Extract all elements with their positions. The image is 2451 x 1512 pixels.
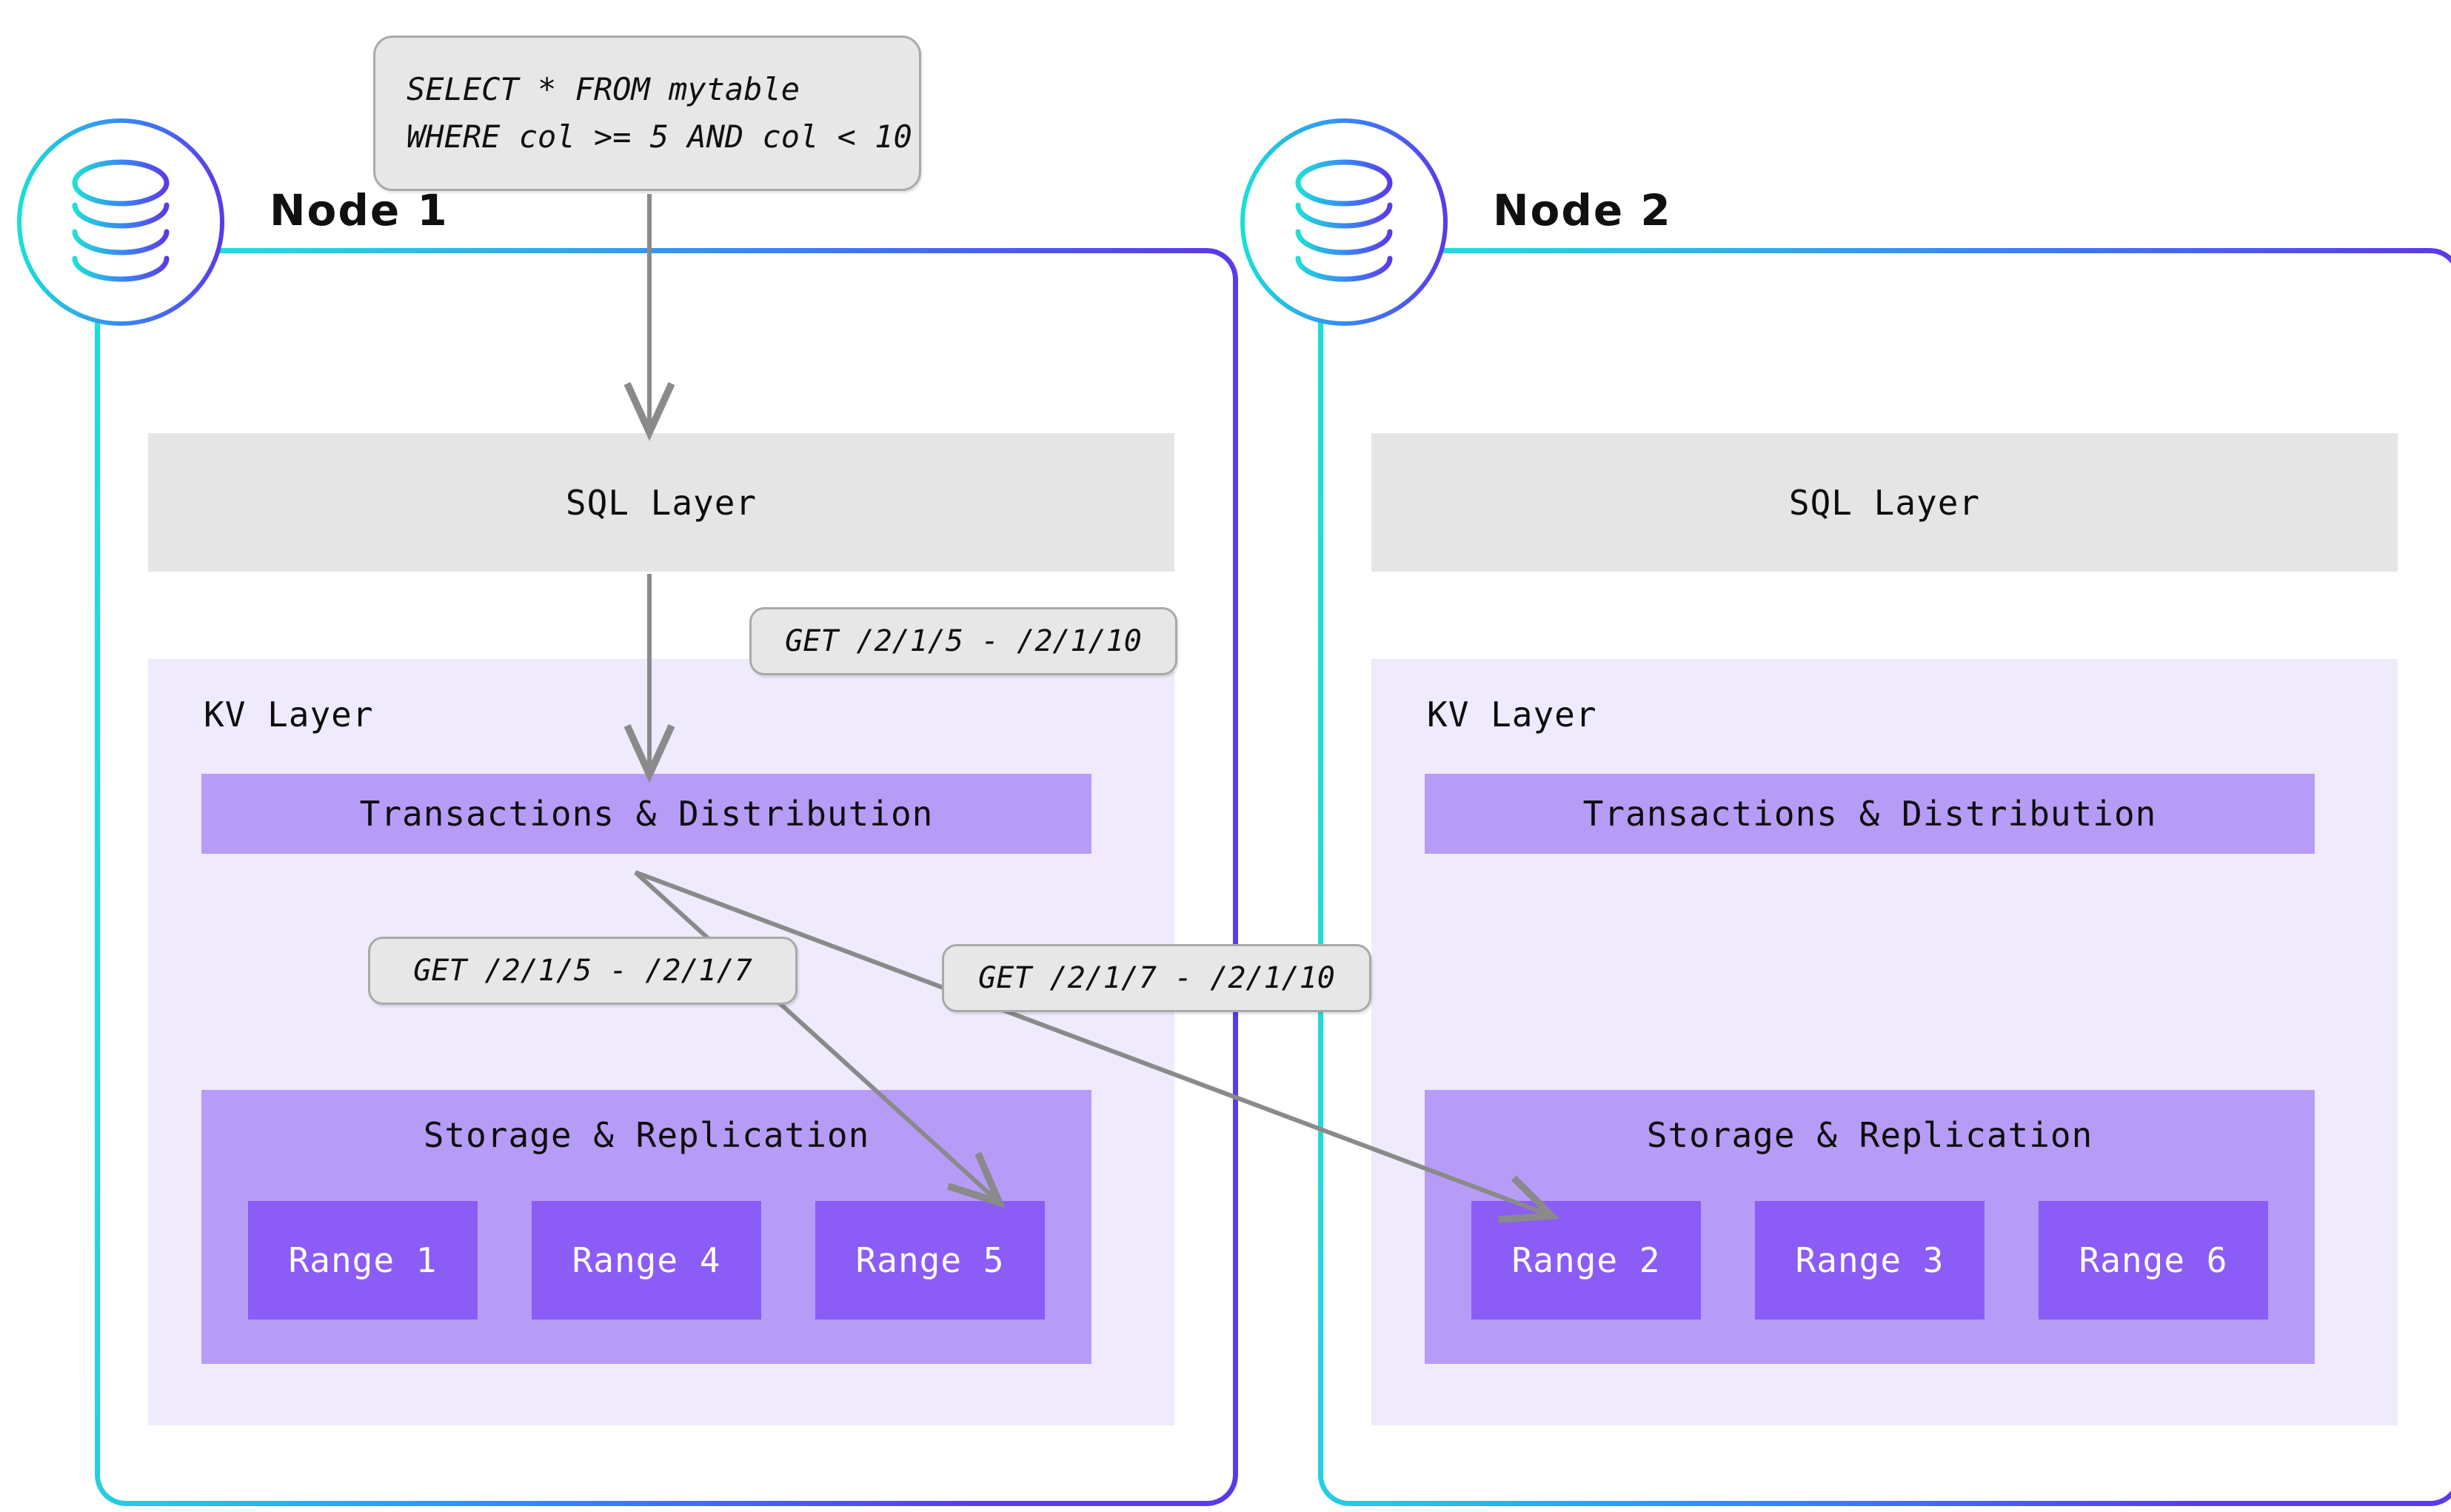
node-1-storage-box: Storage & Replication Range 1 Range 4 Ra… [201, 1090, 1091, 1364]
range-label: Range 2 [1511, 1240, 1661, 1280]
range-box[interactable]: Range 2 [1471, 1201, 1701, 1319]
range-box[interactable]: Range 1 [248, 1201, 478, 1319]
node-1-title: Node 1 [270, 185, 449, 235]
sql-query-callout: SELECT * FROM mytable WHERE col >= 5 AND… [373, 36, 921, 191]
callout-get-range-high: GET /2/1/7 - /2/1/10 [942, 944, 1371, 1012]
node-1-range-row: Range 1 Range 4 Range 5 [248, 1201, 1045, 1319]
range-label: Range 4 [572, 1240, 721, 1280]
node-1-transactions-box: Transactions & Distribution [201, 774, 1091, 854]
node-2-storage-box: Storage & Replication Range 2 Range 3 Ra… [1425, 1090, 2315, 1364]
callout-get-range-low: GET /2/1/5 - /2/1/7 [368, 937, 798, 1005]
node-2-transactions-label: Transactions & Distribution [1582, 794, 2157, 834]
range-box[interactable]: Range 5 [815, 1201, 1045, 1319]
node-1-kv-layer-label: KV Layer [204, 695, 374, 735]
node-1-kv-layer: KV Layer Transactions & Distribution Sto… [148, 659, 1174, 1425]
node-2-sql-layer-label: SQL Layer [1788, 482, 1981, 523]
callout-get-sql-to-kv: GET /2/1/5 - /2/1/10 [749, 607, 1177, 675]
callout-get-range-low-label: GET /2/1/5 - /2/1/7 [413, 954, 752, 988]
node-2-transactions-box: Transactions & Distribution [1425, 774, 2315, 854]
node-1-database-badge [13, 115, 228, 330]
node-1-container: Node 1 SQL Layer KV Layer Transactions &… [17, 118, 1238, 1506]
node-1-transactions-label: Transactions & Distribution [359, 794, 934, 834]
node-2-storage-label: Storage & Replication [1646, 1115, 2093, 1155]
node-1-sql-layer-label: SQL Layer [565, 482, 758, 523]
node-1-sql-layer: SQL Layer [148, 433, 1174, 572]
range-label: Range 6 [2079, 1240, 2228, 1280]
callout-get-sql-to-kv-label: GET /2/1/5 - /2/1/10 [785, 624, 1142, 658]
node-2-kv-layer-label: KV Layer [1427, 695, 1597, 735]
range-box[interactable]: Range 3 [1755, 1201, 1984, 1319]
node-2-container: Node 2 SQL Layer KV Layer Transactions &… [1240, 118, 2451, 1506]
sql-query-line-2: WHERE col >= 5 AND col < 10 [407, 118, 912, 155]
range-label: Range 5 [855, 1240, 1005, 1280]
callout-get-range-high-label: GET /2/1/7 - /2/1/10 [978, 961, 1335, 995]
range-box[interactable]: Range 6 [2039, 1201, 2268, 1319]
range-label: Range 3 [1795, 1240, 1945, 1280]
range-label: Range 1 [288, 1240, 438, 1280]
node-2-database-badge [1237, 115, 1451, 330]
node-1-storage-label: Storage & Replication [423, 1115, 870, 1155]
node-2-range-row: Range 2 Range 3 Range 6 [1471, 1201, 2268, 1319]
range-box[interactable]: Range 4 [532, 1201, 761, 1319]
node-2-title: Node 2 [1493, 185, 1672, 235]
node-2-sql-layer: SQL Layer [1371, 433, 2398, 572]
node-2-kv-layer: KV Layer Transactions & Distribution Sto… [1371, 659, 2398, 1425]
sql-query-line-1: SELECT * FROM mytable [407, 71, 800, 107]
